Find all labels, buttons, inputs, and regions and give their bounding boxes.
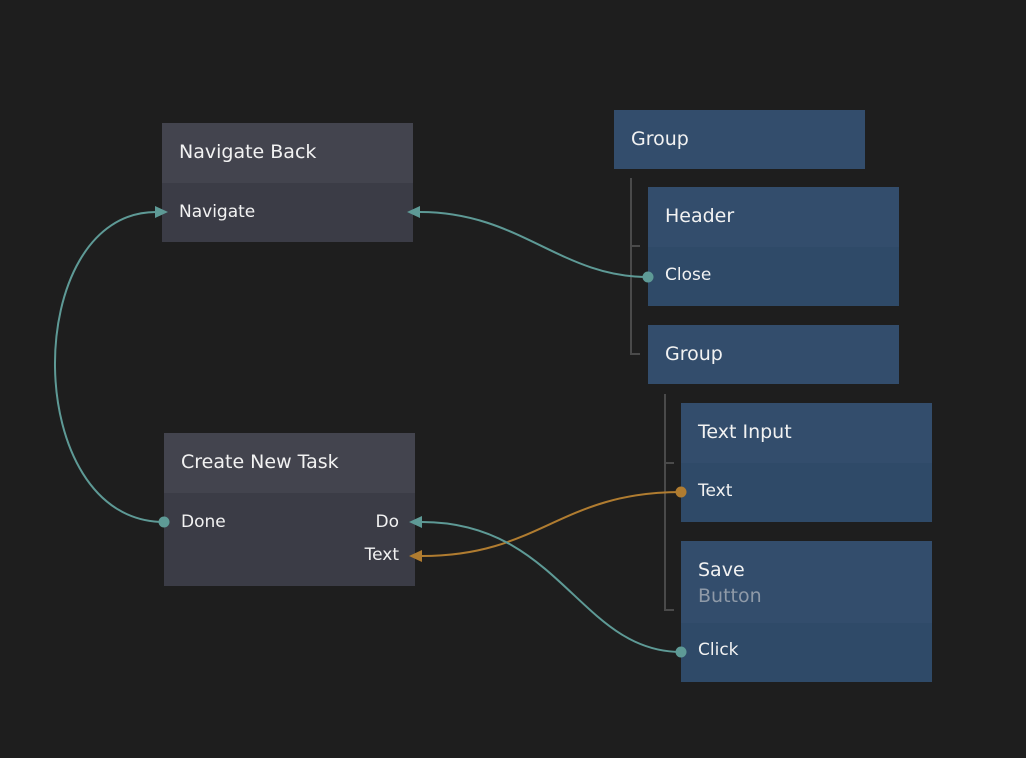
node-header: Navigate Back: [162, 123, 413, 183]
node-create-new-task[interactable]: Create New Task Done Do Text: [164, 433, 415, 586]
port-done-label[interactable]: Done: [181, 512, 226, 532]
tree-line-group-vertical: [630, 178, 632, 355]
node-title: Group: [665, 343, 723, 365]
node-text-input[interactable]: Text Input Text: [681, 403, 932, 522]
tree-line-inner-to-save: [664, 609, 674, 611]
node-subtitle: Button: [698, 585, 762, 607]
node-header: Group: [648, 325, 899, 384]
node-title: Navigate Back: [179, 141, 317, 163]
node-header: Group: [614, 110, 865, 169]
tree-line-inner-to-textinput: [664, 462, 674, 464]
node-title: Header: [665, 205, 735, 227]
node-group-inner[interactable]: Group: [648, 325, 899, 384]
node-header: Create New Task: [164, 433, 415, 493]
tree-line-group-to-group: [630, 353, 640, 355]
node-title: Text Input: [698, 421, 792, 443]
node-save-button[interactable]: Save Button Click: [681, 541, 932, 682]
node-group-top[interactable]: Group: [614, 110, 865, 169]
port-close-label[interactable]: Close: [665, 265, 712, 285]
port-text-label[interactable]: Text: [364, 545, 399, 565]
node-title: Group: [631, 128, 689, 150]
tree-line-inner-vertical: [664, 394, 666, 610]
port-navigate-label[interactable]: Navigate: [179, 202, 256, 222]
wire-close-to-navigate[interactable]: [419, 211, 649, 278]
node-header: Header: [648, 187, 899, 247]
port-click-label[interactable]: Click: [698, 640, 739, 660]
node-header: Save Button: [681, 541, 932, 623]
wire-done-to-navigate[interactable]: [54, 211, 165, 523]
port-text-label[interactable]: Text: [698, 481, 733, 501]
wire-text-to-text[interactable]: [421, 491, 682, 557]
node-header: Text Input: [681, 403, 932, 463]
node-title: Create New Task: [181, 451, 339, 473]
node-header-component[interactable]: Header Close: [648, 187, 899, 306]
wire-click-to-do[interactable]: [421, 521, 682, 653]
node-navigate-back[interactable]: Navigate Back Navigate: [162, 123, 413, 242]
tree-line-group-to-header: [630, 245, 640, 247]
port-do-label[interactable]: Do: [375, 512, 400, 532]
node-title: Save: [698, 559, 745, 581]
